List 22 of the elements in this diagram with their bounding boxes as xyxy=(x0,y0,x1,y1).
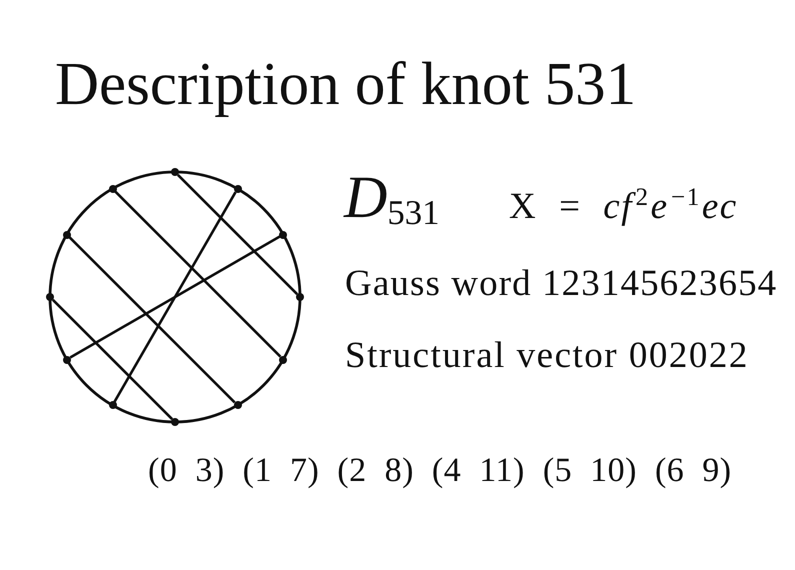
endpoint-dot xyxy=(171,418,179,426)
chord-line xyxy=(52,298,174,420)
endpoint-dot xyxy=(234,184,242,193)
diagram-symbol: D$_{531}$ xyxy=(344,166,440,227)
endpoint-dot xyxy=(62,356,71,364)
endpoint-dot xyxy=(108,401,116,410)
structural-vector: Structural vector 002022 xyxy=(345,337,749,374)
endpoint-dot xyxy=(279,230,288,238)
endpoint-dot xyxy=(296,293,304,301)
endpoint-dot xyxy=(62,230,71,238)
chord-line xyxy=(68,236,236,404)
endpoint-dot xyxy=(46,293,54,301)
endpoint-dot xyxy=(108,184,116,193)
endpoint-dot xyxy=(171,168,179,176)
gauss-word: Gauss word 123145623654 xyxy=(345,265,778,302)
chord-line xyxy=(113,192,237,402)
chord-line xyxy=(70,235,280,359)
title: Description of knot 531 xyxy=(55,54,636,115)
chord-line xyxy=(176,174,298,296)
chord-line xyxy=(114,190,282,358)
formula: X = cf$^{2}$e$^{−1}$ec xyxy=(509,188,738,225)
chord-pairs: (0 3) (1 7) (2 8) (4 11) (5 10) (6 9) xyxy=(148,454,732,488)
